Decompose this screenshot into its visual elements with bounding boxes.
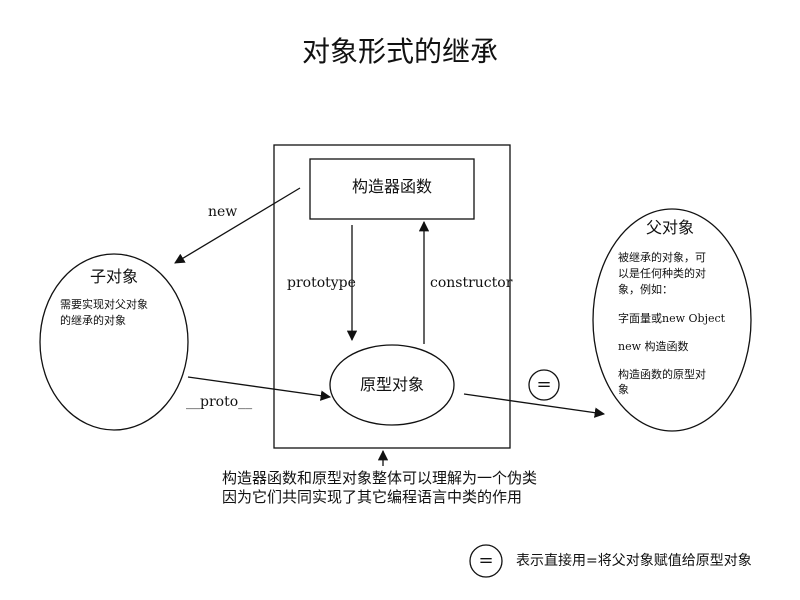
legend-text: 表示直接用=将父对象赋值给原型对象 bbox=[516, 553, 752, 569]
caption-line-2: 因为它们共同实现了其它编程语言中类的作用 bbox=[222, 488, 523, 506]
legend-equals-circle bbox=[469, 544, 503, 578]
equals-circle bbox=[528, 369, 560, 401]
new-label: new bbox=[208, 204, 238, 220]
caption-line-1: 构造器函数和原型对象整体可以理解为一个伪类 bbox=[222, 469, 538, 487]
parent-object-desc-line-3: 象，例如： bbox=[618, 283, 673, 296]
child-object-desc-line-1: 需要实现对父对象 bbox=[60, 298, 148, 311]
parent-object-example-3-line-2: 象 bbox=[618, 383, 629, 396]
assign-arrow bbox=[463, 393, 606, 418]
parent-object-ellipse bbox=[592, 208, 752, 432]
child-object-title: 子对象 bbox=[89, 267, 138, 286]
page-title: 对象形式的继承 bbox=[301, 35, 498, 68]
child-object-desc-line-2: 的继承的对象 bbox=[60, 314, 126, 327]
legend-equals-symbol: = bbox=[478, 550, 494, 571]
proto-arrow bbox=[187, 376, 332, 401]
child-object-ellipse bbox=[39, 253, 189, 431]
parent-object-title: 父对象 bbox=[645, 218, 694, 237]
proto-label: __proto__ bbox=[186, 394, 253, 410]
parent-object-desc-line-2: 以是任何种类的对 bbox=[618, 267, 706, 280]
constructor-box bbox=[309, 158, 475, 220]
parent-object-example-2: new 构造函数 bbox=[618, 340, 689, 353]
constructor-label: constructor bbox=[430, 275, 513, 291]
constructor-box-label: 构造器函数 bbox=[351, 177, 432, 196]
prototype-object-label: 原型对象 bbox=[359, 375, 424, 394]
pseudo-class-box bbox=[273, 144, 511, 449]
new-arrow bbox=[174, 187, 301, 264]
parent-object-example-1: 字面量或new Object bbox=[618, 312, 726, 325]
equals-symbol: = bbox=[536, 374, 552, 395]
parent-object-desc-line-1: 被继承的对象，可 bbox=[618, 251, 706, 264]
prototype-object-ellipse bbox=[329, 344, 455, 426]
prototype-label: prototype bbox=[287, 275, 356, 291]
parent-object-example-3-line-1: 构造函数的原型对 bbox=[618, 368, 706, 381]
